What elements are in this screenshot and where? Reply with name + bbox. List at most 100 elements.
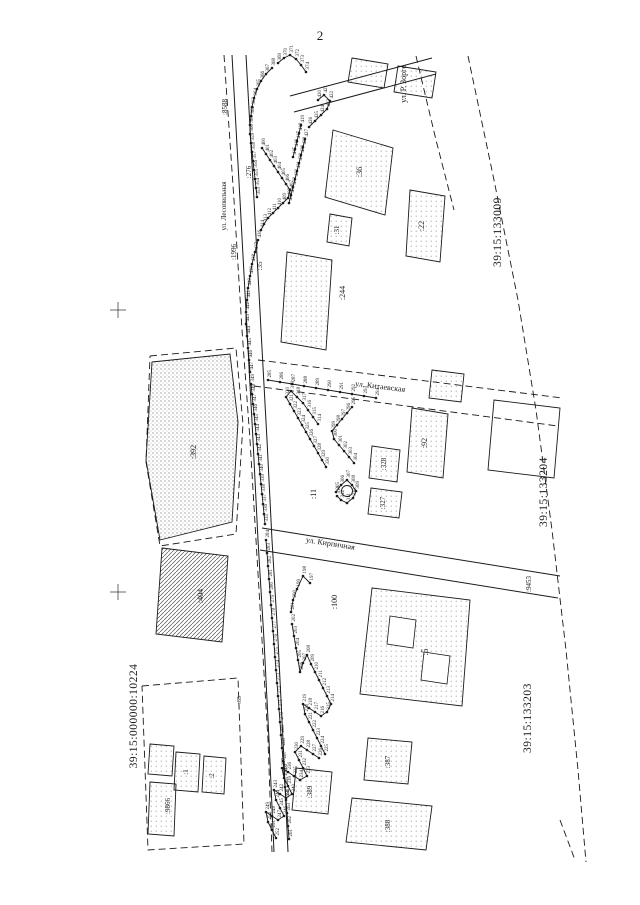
survey-point [253,250,257,254]
survey-point [301,145,305,149]
survey-point [263,522,267,526]
survey-point-label: 273 [277,673,282,681]
survey-point [339,498,343,502]
parcel-number-label: :387 [384,755,392,768]
survey-point-label: 344 [256,424,261,432]
survey-point [248,123,252,127]
survey-point [255,442,259,446]
survey-point [352,461,356,465]
survey-point-label: 418 [299,123,304,131]
survey-point-label: 403 [274,156,279,164]
survey-point [319,113,323,117]
building-footprint [393,65,437,99]
survey-point-label: 419 [301,115,306,123]
survey-point [289,610,293,614]
survey-point [274,836,278,840]
survey-point [253,177,257,181]
survey-point [281,201,285,205]
survey-point-label: 402 [270,150,275,158]
survey-point-label: 420 [318,90,323,98]
survey-point-label: 317 [303,393,308,401]
survey-point-label: 198 [303,566,308,574]
survey-point-label: 415 [293,147,298,155]
survey-point-label: 250 [268,812,273,820]
round-structure [341,485,353,497]
survey-point-label: 363 [252,97,257,105]
survey-point [246,346,250,350]
survey-point-label: 275 [275,647,280,655]
survey-point [245,334,249,338]
survey-point-label: 412 [268,208,273,216]
survey-point [350,405,354,409]
survey-point-label: 301 [339,435,344,443]
survey-point [311,752,315,756]
survey-point-label: 226 [319,748,324,756]
survey-point [264,152,268,156]
survey-point-label: 209 [311,654,316,662]
survey-point [297,758,301,762]
survey-point-label: 406 [286,174,291,182]
survey-point-label: 337 [263,494,268,502]
survey-point [325,694,329,698]
building-footprint [155,547,229,643]
survey-point-label: 305 [336,482,341,490]
survey-point-label: 215 [327,702,332,710]
survey-point [269,603,273,607]
survey-point [288,53,292,57]
survey-point-label: 206 [300,662,305,670]
survey-point [287,837,291,841]
survey-point-label: 309 [356,481,361,489]
survey-point [362,394,366,398]
survey-point [290,622,294,626]
survey-point-label: 404 [278,162,283,170]
building-footprint [359,587,471,707]
survey-point-label: 212 [323,678,328,686]
survey-point-label: 224 [321,736,326,744]
survey-point [342,449,346,453]
survey-point [322,93,326,97]
survey-point-label: 197 [310,573,315,581]
survey-point [307,125,311,129]
survey-point-label: 229 [301,736,306,744]
survey-point-label: 440 [248,278,253,286]
survey-point-label: 336 [264,504,269,512]
survey-point [285,811,289,815]
survey-point [303,712,307,716]
survey-point [246,286,250,290]
survey-point [308,437,312,441]
survey-point [316,422,320,426]
survey-point [317,756,321,760]
survey-point-label: 354 [256,178,261,186]
survey-point-label: 219 [303,694,308,702]
survey-point-label: 218 [309,698,314,706]
survey-point [306,408,310,412]
survey-chain-line [265,539,290,840]
survey-point [251,402,255,406]
survey-point-label: 234 [300,770,305,778]
survey-point-label: 268 [282,738,287,746]
parcel-number-label: :92 [420,438,429,448]
survey-point [298,778,302,782]
survey-point-label: 200 [293,590,298,598]
survey-point-label: 264 [286,790,291,798]
survey-point [292,409,296,413]
survey-point-label: 353 [257,187,262,195]
survey-point [335,423,339,427]
street-name-label: ул. Лесопильная [220,181,228,231]
survey-point [354,489,358,493]
survey-point [308,581,312,585]
survey-point-label: 362 [251,106,256,114]
survey-point [297,161,301,165]
survey-point-label: 213 [327,686,332,694]
survey-point-label: 223 [317,728,322,736]
survey-point-chain: 2022032042052062072082092102112122132142… [290,614,336,756]
survey-point [267,577,271,581]
survey-point-label: 272 [278,686,283,694]
building-footprint [345,797,433,851]
survey-point-label: 401 [266,144,271,152]
survey-point [301,766,305,770]
parcel-number-label: :11 [309,489,318,499]
survey-point-label: 357 [253,151,258,159]
survey-point-label: 252 [276,828,281,836]
